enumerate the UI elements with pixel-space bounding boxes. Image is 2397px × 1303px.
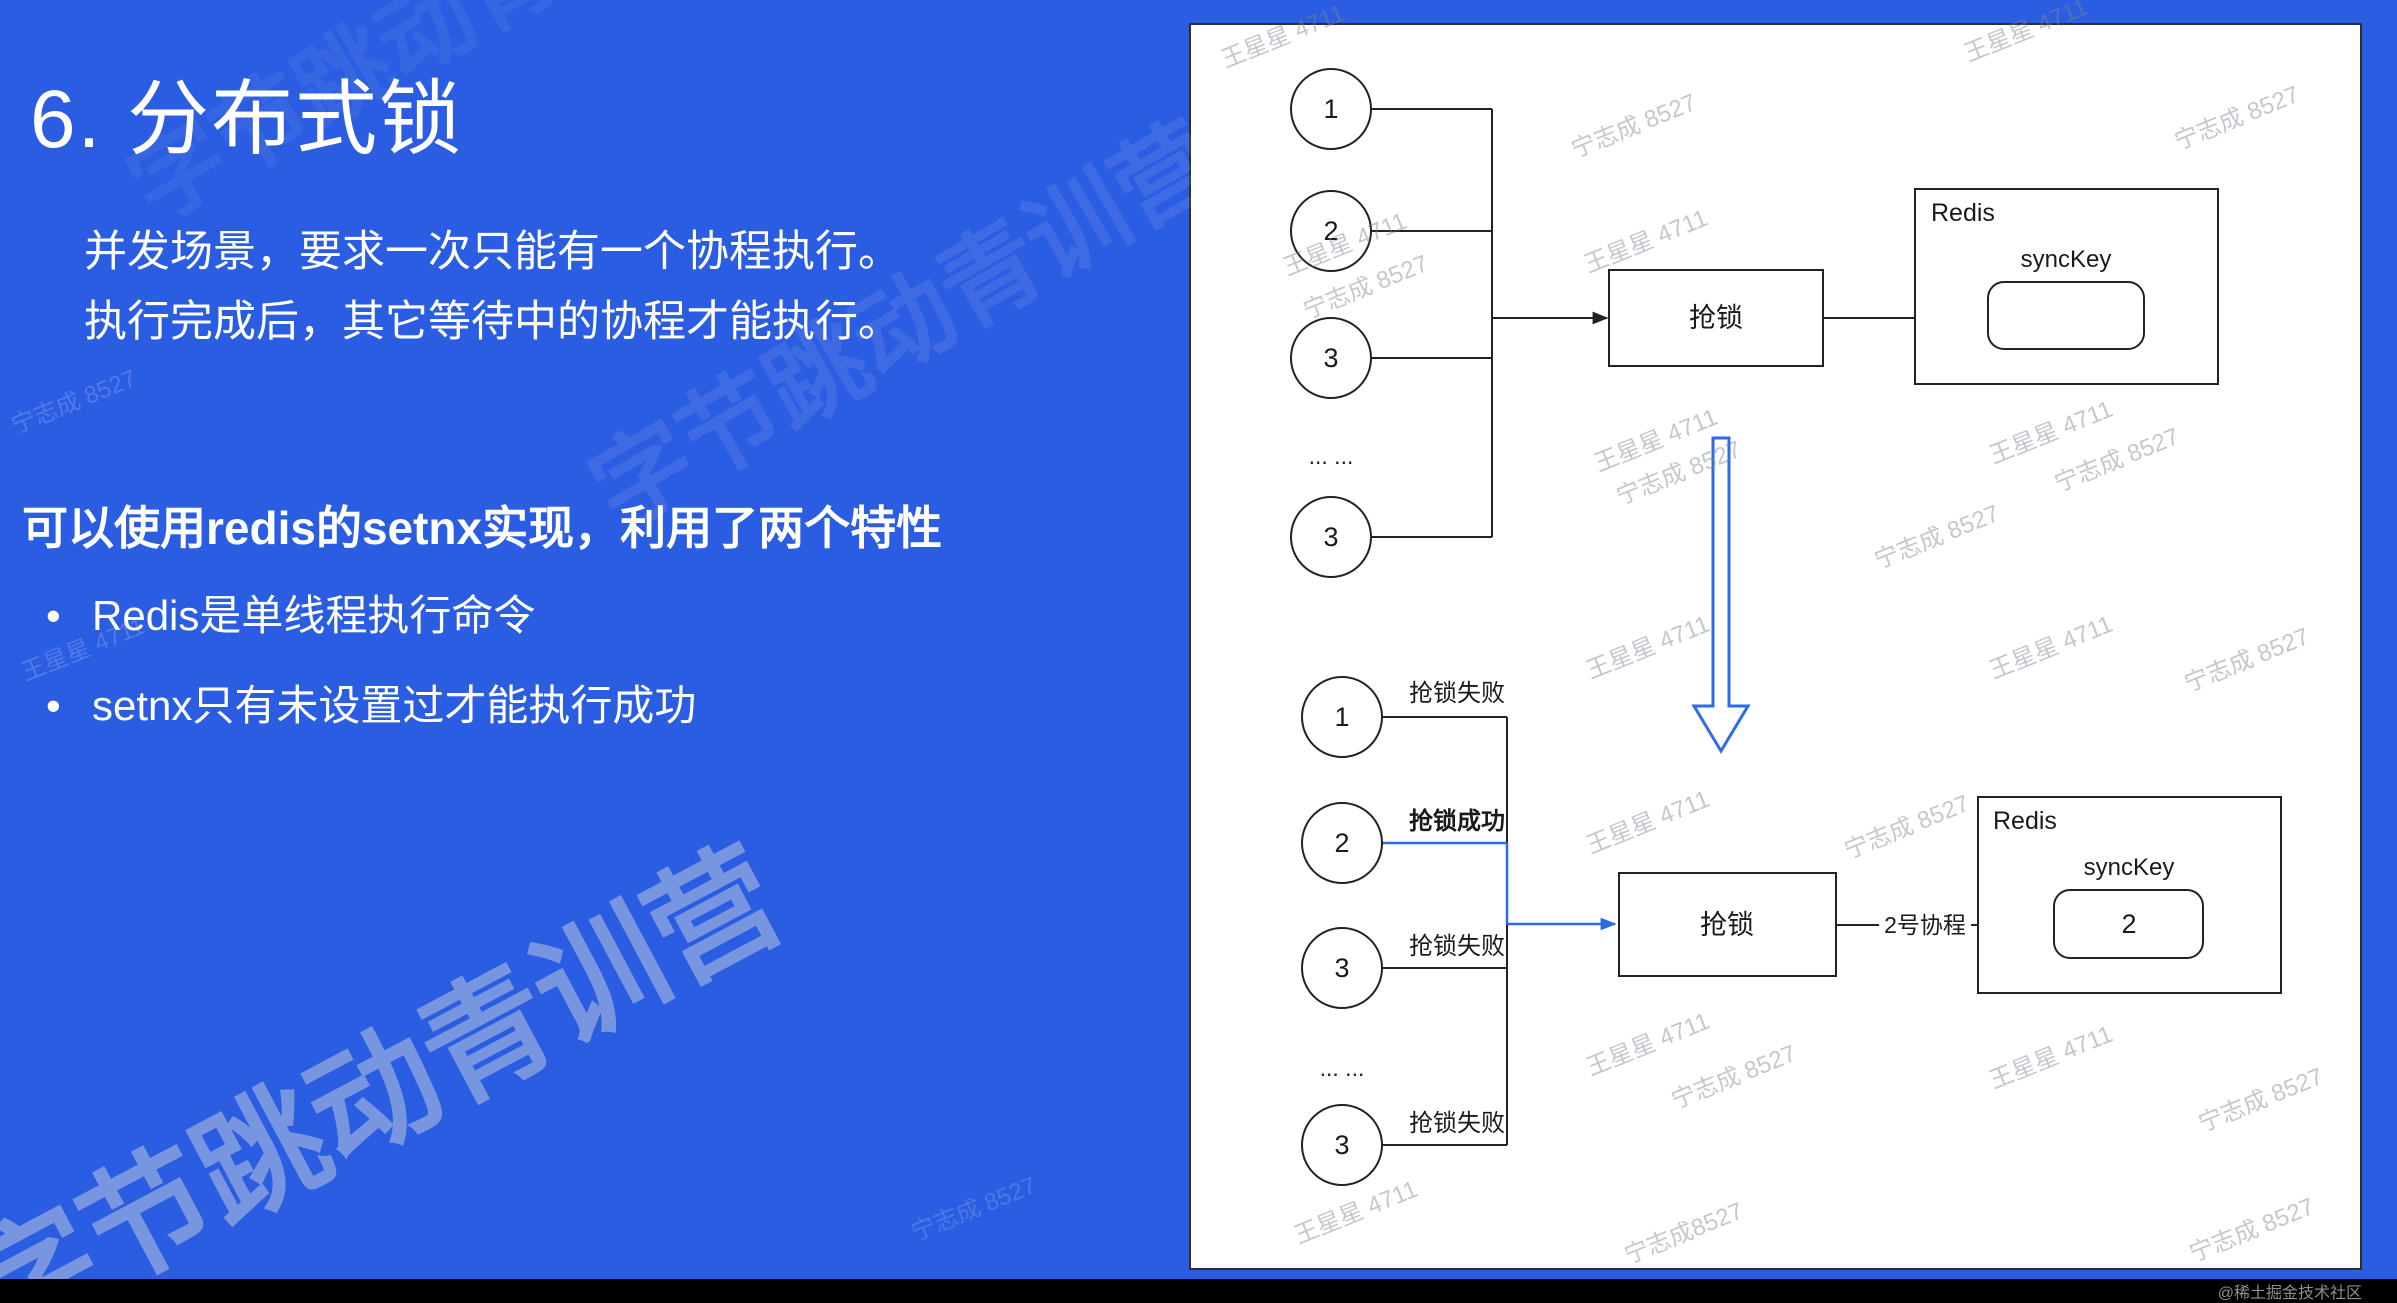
top-cluster: 1 2 3 3 ... ... 抢锁 Redis syncKey [1290, 68, 2219, 578]
synckey-value: 2 [2121, 909, 2136, 939]
goroutine-node [1301, 1104, 1383, 1186]
lock-box [1618, 872, 1837, 977]
bottom-cluster: 1 2 3 3 ... ... 抢锁失败 抢锁成功 抢锁失败 抢锁失败 抢锁 2… [1301, 676, 2282, 1186]
watermark: 宁志成 8527 [907, 1172, 1041, 1247]
node-label: 1 [1323, 94, 1338, 124]
lock-box-label: 抢锁 [1700, 910, 1754, 940]
attempt-result-label: 抢锁失败 [1409, 680, 1505, 707]
ellipsis-label: ... ... [1320, 1055, 1365, 1081]
goroutine-node [1301, 802, 1383, 884]
bullet-dot: • [46, 682, 61, 729]
node-label: 3 [1334, 953, 1349, 983]
node-label: 1 [1334, 702, 1349, 732]
node-label: 2 [1334, 828, 1349, 858]
attempt-success-label: 抢锁成功 [1409, 807, 1505, 835]
redis-label: Redis [1993, 807, 2057, 835]
bullet-text: setnx只有未设置过才能执行成功 [92, 682, 697, 729]
intro-line-2: 执行完成后，其它等待中的协程才能执行。 [84, 297, 901, 346]
redis-label: Redis [1931, 199, 1995, 227]
watermark: 宁志成 8527 [7, 365, 141, 440]
goroutine-node [1301, 927, 1383, 1009]
goroutine-node [1290, 190, 1372, 272]
arrow-label-backing [1879, 907, 1971, 943]
lock-box [1608, 269, 1824, 367]
bullet-item: • setnx只有未设置过才能执行成功 [46, 675, 696, 737]
goroutine-node [1301, 676, 1383, 758]
synckey-label: syncKey [2021, 246, 2112, 273]
bullet-list: • Redis是单线程执行命令 • setnx只有未设置过才能执行成功 [46, 585, 696, 765]
intro-line-1: 并发场景，要求一次只能有一个协程执行。 [84, 228, 901, 276]
down-arrow-icon [1691, 436, 1751, 754]
lock-box-label: 抢锁 [1689, 303, 1743, 333]
node-label: 3 [1323, 343, 1338, 373]
intro-paragraph: 并发场景，要求一次只能有一个协程执行。 执行完成后，其它等待中的协程才能执行。 [84, 218, 901, 357]
node-label: 2 [1323, 216, 1338, 246]
goroutine-node [1290, 317, 1372, 399]
goroutine-node [1290, 496, 1372, 578]
diagram-panel: 1 2 3 3 ... ... 抢锁 Redis syncKey [1189, 23, 2362, 1270]
bullet-dot: • [46, 592, 61, 639]
node-label: 3 [1334, 1130, 1349, 1160]
watermark: 字节跳动青训营 [0, 823, 804, 1303]
lock-flow-diagram: 1 2 3 3 ... ... 抢锁 Redis syncKey [1290, 68, 2282, 1186]
ellipsis-label: ... ... [1309, 443, 1354, 469]
coroutine-label: 2号协程 [1884, 912, 1966, 938]
synckey-label: syncKey [2084, 854, 2175, 881]
footer-credit: @稀土掘金技术社区 [2217, 1285, 2362, 1302]
bullet-text: Redis是单线程执行命令 [92, 592, 536, 639]
slide-title: 6. 分布式锁 [30, 74, 464, 165]
synckey-slot [1987, 281, 2145, 350]
node-label: 3 [1323, 522, 1338, 552]
subheading: 可以使用redis的setnx实现，利用了两个特性 [22, 502, 943, 554]
bullet-item: • Redis是单线程执行命令 [46, 585, 696, 647]
attempt-result-label: 抢锁失败 [1409, 1110, 1505, 1137]
footer-bar: @稀土掘金技术社区 [0, 1279, 2397, 1303]
goroutine-node [1290, 68, 1372, 150]
synckey-slot [2053, 889, 2204, 959]
attempt-result-label: 抢锁失败 [1409, 933, 1505, 960]
